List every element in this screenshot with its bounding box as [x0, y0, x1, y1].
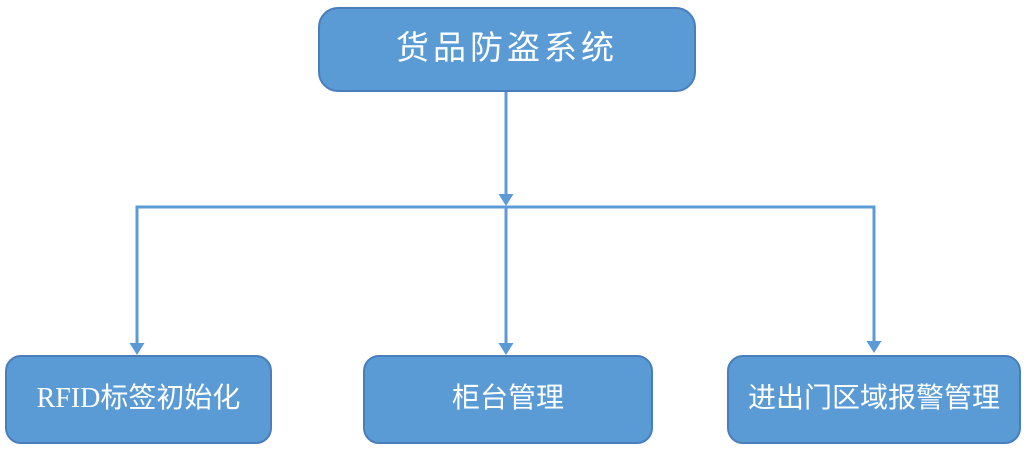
root-node-label: 货品防盗系统: [396, 31, 618, 68]
connector-root-to-bus: [498, 92, 514, 206]
child-node-rfid-tag-init: RFID标签初始化: [5, 355, 272, 444]
arrowhead-down-icon: [866, 341, 882, 353]
child-node-entry-exit-alarm-management: 进出门区域报警管理: [727, 355, 1021, 444]
child-node-label: 进出门区域报警管理: [747, 383, 1000, 415]
arrowhead-down-icon: [498, 194, 514, 206]
child-node-label: RFID标签初始化: [36, 383, 241, 415]
child-node-label: 柜台管理: [451, 383, 564, 415]
connector-bus-to-child-1: [129, 205, 145, 355]
arrowhead-down-icon: [498, 343, 514, 355]
root-node-anti-theft-system: 货品防盗系统: [318, 7, 696, 92]
connector-bus-to-child-2: [498, 207, 514, 355]
child-node-counter-management: 柜台管理: [363, 355, 653, 444]
arrowhead-down-icon: [129, 343, 145, 355]
connector-bus-to-child-3: [866, 205, 882, 353]
